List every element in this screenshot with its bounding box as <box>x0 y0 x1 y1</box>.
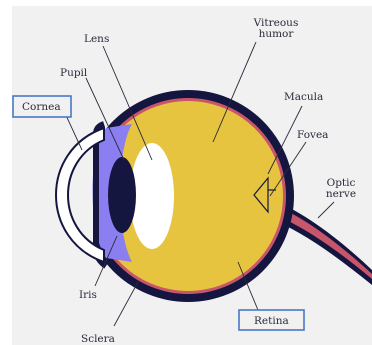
label-pupil: Pupil <box>60 67 88 79</box>
label-lens: Lens <box>84 33 109 45</box>
label-cornea: Cornea <box>22 101 61 113</box>
label-fovea: Fovea <box>297 129 328 141</box>
label-sclera: Sclera <box>81 333 115 345</box>
label-vitreous-2: humor <box>259 28 295 40</box>
leader-optic-nerve <box>318 202 334 218</box>
label-iris: Iris <box>79 289 97 301</box>
label-retina: Retina <box>254 315 289 327</box>
label-macula: Macula <box>284 91 323 103</box>
label-optic-2: nerve <box>326 188 356 200</box>
pupil <box>108 157 136 233</box>
leader-sclera <box>114 282 138 326</box>
